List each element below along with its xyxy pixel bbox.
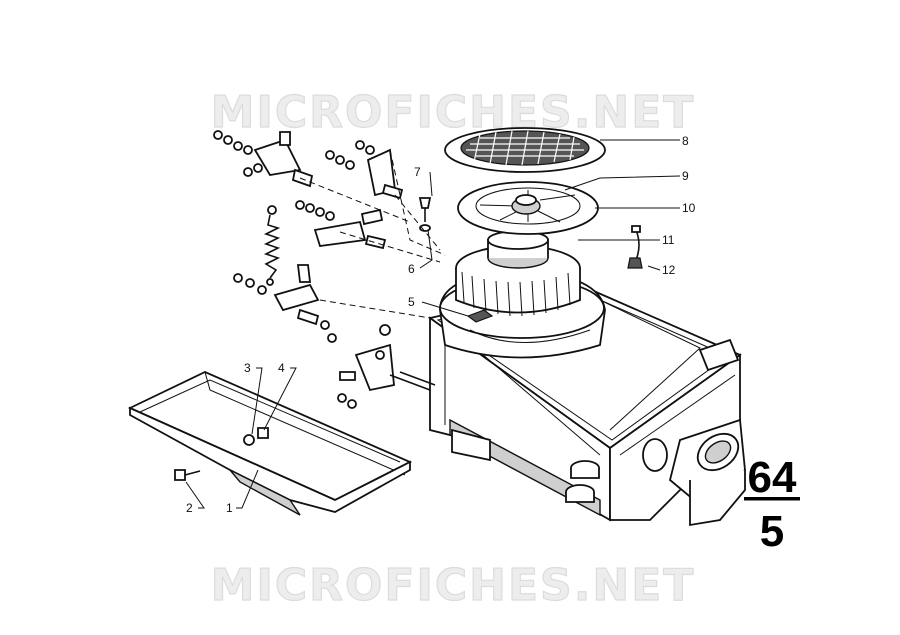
- lever-assembly-middle: [325, 140, 404, 200]
- screw-part-7: [418, 197, 432, 222]
- lever-assembly-upper: [213, 130, 314, 188]
- callout-leaders: [185, 139, 681, 509]
- motor-ring: [457, 181, 599, 235]
- fan-wheel: [455, 230, 581, 317]
- callout-5: 5: [408, 295, 415, 309]
- cover-panel: [127, 371, 413, 516]
- callout-7: 7: [414, 165, 421, 179]
- lever-assembly-bottom: [233, 264, 337, 343]
- watermark-bottom: MICROFICHES.NET: [211, 560, 696, 611]
- callout-10: 10: [682, 201, 696, 215]
- grille: [444, 127, 606, 173]
- lever-assembly-lower: [295, 200, 387, 250]
- callout-11: 11: [662, 233, 675, 247]
- cable-part-12: [627, 225, 643, 269]
- washer-part-6: [419, 224, 431, 232]
- clip-part-5: [466, 309, 494, 323]
- nut-part-3: [243, 434, 255, 446]
- page-number-top: 64: [748, 453, 797, 502]
- callout-6: 6: [408, 262, 415, 276]
- lever-assembly-front: [337, 324, 436, 409]
- callout-8: 8: [682, 134, 689, 148]
- page-number-bottom: 5: [760, 507, 784, 556]
- callout-1: 1: [226, 501, 233, 515]
- spring: [263, 205, 281, 286]
- nut-part-4: [257, 427, 269, 439]
- callout-9: 9: [682, 169, 689, 183]
- watermark-top: MICROFICHES.NET: [211, 87, 696, 138]
- page-number-divider: [744, 497, 800, 501]
- assembly-lines: [299, 149, 446, 319]
- callout-4: 4: [278, 361, 285, 375]
- callout-2: 2: [186, 501, 193, 515]
- callout-12: 12: [662, 263, 676, 277]
- screw-part-2: [174, 469, 201, 481]
- callout-3: 3: [244, 361, 251, 375]
- page-number: 64 5: [744, 453, 800, 556]
